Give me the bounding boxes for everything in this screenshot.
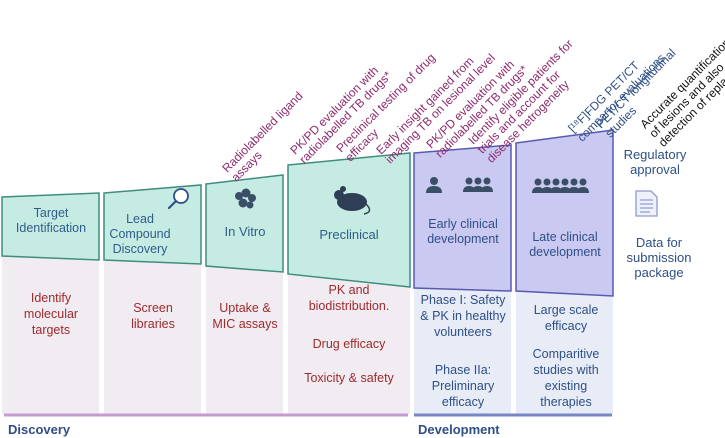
- person-icon: [426, 177, 442, 193]
- mouse-icon: [334, 186, 371, 215]
- stage-late-label: Late clinical development: [529, 230, 601, 259]
- outcome-preclinical-pk: PK and biodistribution.: [308, 283, 390, 313]
- stage-target-shape: [1, 192, 100, 261]
- stage-early-label: Early clinical development: [427, 217, 499, 246]
- magnifier-icon: [167, 188, 189, 210]
- large-group-icon: [532, 178, 589, 193]
- column-shade-early: [414, 288, 511, 414]
- column-shade-preclinical: [288, 270, 410, 414]
- outcome-late-comparative: Comparitive studies with existing therap…: [532, 347, 600, 409]
- stage-lead-shape: [103, 184, 202, 265]
- outcome-invitro: Uptake & MIC assays: [212, 301, 278, 331]
- outcome-late-efficacy: Large scale efficacy: [533, 303, 599, 333]
- outcome-preclinical-toxicity: Toxicity & safety: [304, 371, 394, 385]
- stage-preclinical-shape: [287, 152, 411, 288]
- stage-preclinical-label: Preclinical: [319, 227, 379, 242]
- outcome-preclinical-efficacy: Drug efficacy: [312, 337, 386, 351]
- outcome-early-phase1: Phase I: Safety & PK in healthy voluntee…: [420, 293, 506, 339]
- column-shade-lead: [104, 238, 201, 414]
- column-shade-target: [2, 238, 99, 414]
- outcome-target: Identify molecular targets: [23, 291, 79, 337]
- phase-development-label: Development: [418, 422, 500, 437]
- outcome-early-phase2a: Phase IIa: Preliminary efficacy: [431, 363, 495, 409]
- outcome-lead: Screen libraries: [131, 301, 175, 331]
- stage-invitro-label: In Vitro: [224, 224, 266, 239]
- document-icon: [635, 190, 658, 217]
- cell-cluster-icon: [235, 188, 256, 209]
- stage-late-shape: [515, 129, 614, 297]
- phase-discovery-label: Discovery: [8, 422, 71, 437]
- stage-lead-label: Lead Compound Discovery: [109, 212, 171, 256]
- column-shade-late: [516, 290, 613, 414]
- stage-target-label: Target Identification: [15, 206, 87, 235]
- stage-invitro-shape: [205, 174, 284, 273]
- small-group-icon: [463, 177, 493, 192]
- submission-package: Data for submission package: [626, 235, 692, 280]
- regulatory-approval: Regulatory approval: [623, 147, 687, 177]
